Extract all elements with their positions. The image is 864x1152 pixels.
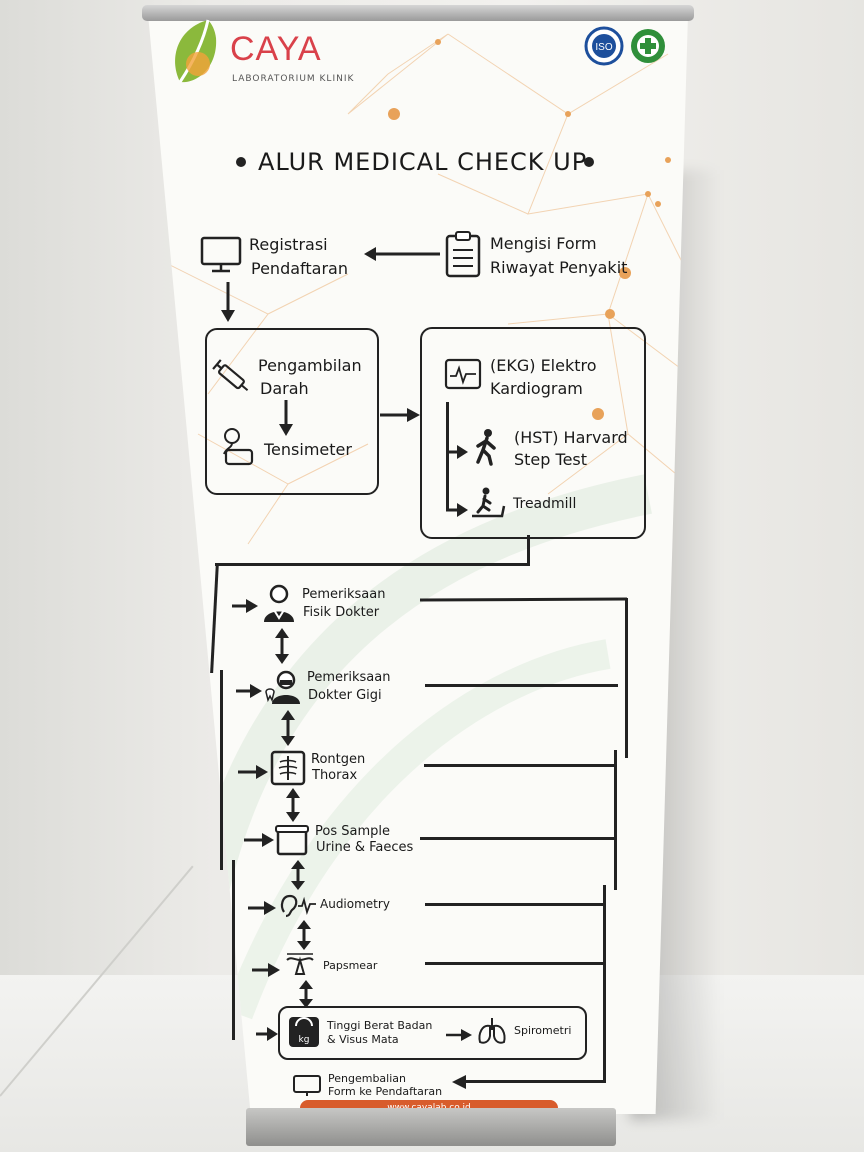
arrow-right-icon (380, 408, 420, 422)
pos-sample-line2: Urine & Faeces (316, 840, 414, 855)
left-trunk-3 (232, 860, 235, 1040)
right-trunk-3 (603, 885, 606, 1083)
arrow-down-icon (279, 400, 293, 436)
weight-scale-icon: kg (289, 1017, 319, 1047)
registrasi-line1: Registrasi (249, 235, 328, 254)
audiometry-line (425, 903, 605, 906)
cardio-branch-line (446, 402, 449, 510)
page-title: ALUR MEDICAL CHECK UP (258, 148, 588, 176)
rontgen-line2: Thorax (312, 768, 358, 783)
sample-container-icon (275, 825, 309, 856)
treadmill-icon (472, 487, 506, 518)
uterus-icon (286, 953, 314, 975)
double-arrow-icon (299, 980, 313, 1008)
pos-sample-line (420, 837, 616, 840)
syringe-icon (212, 359, 249, 391)
hst-line1: (HST) Harvard (514, 428, 628, 447)
ekg-line2: Kardiogram (490, 379, 583, 398)
tinggi-berat-line1: Tinggi Berat Badan (327, 1019, 433, 1032)
arrow-right-icon (446, 503, 468, 517)
hst-line2: Step Test (514, 450, 588, 469)
rontgen-line (424, 764, 617, 767)
cardio-test-box (420, 327, 646, 539)
return-line (465, 1080, 605, 1083)
dokter-gigi-line2: Dokter Gigi (308, 688, 382, 703)
dentist-icon (265, 670, 300, 704)
arrow-right-icon (238, 765, 268, 779)
papsmear-label: Papsmear (323, 959, 378, 972)
papsmear-line (425, 962, 604, 965)
measurement-box (278, 1006, 587, 1060)
double-arrow-icon (281, 710, 295, 746)
blood-tensi-box (205, 328, 379, 495)
spirometri-label: Spirometri (514, 1024, 572, 1037)
arrow-right-icon (236, 684, 262, 698)
monitor-icon (293, 1075, 321, 1096)
ekg-monitor-icon (444, 358, 482, 390)
double-arrow-icon (275, 628, 289, 664)
registrasi-line2: Pendaftaran (251, 259, 348, 278)
walking-person-icon (476, 429, 496, 466)
connector-down (527, 535, 530, 565)
arrow-left-icon (364, 247, 440, 261)
leaf-logo-icon (175, 19, 217, 83)
dokter-gigi-line (425, 684, 618, 687)
arrow-down-icon (221, 282, 235, 322)
double-arrow-icon (291, 860, 305, 890)
tinggi-berat-line2: & Visus Mata (327, 1033, 399, 1046)
tensimeter-icon (223, 428, 254, 466)
arrow-right-icon (446, 445, 468, 459)
pengembalian-line1: Pengembalian (328, 1072, 406, 1085)
tensimeter-label: Tensimeter (264, 440, 352, 459)
brand-name: CAYA (230, 30, 322, 68)
mengisi-form-line1: Mengisi Form (490, 234, 597, 253)
svg-text:ISO: ISO (595, 42, 612, 53)
right-trunk-2 (614, 750, 617, 890)
banner-top-bar (142, 5, 694, 21)
treadmill-label: Treadmill (513, 496, 577, 512)
health-gear-icon (631, 29, 665, 63)
arrow-right-icon (256, 1027, 278, 1041)
pengembalian-line2: Form ke Pendaftaran (328, 1085, 443, 1098)
connector-top (215, 563, 530, 566)
pengambilan-line1: Pengambilan (258, 356, 362, 375)
xray-icon (270, 750, 306, 786)
ear-sound-icon (280, 894, 316, 918)
ekg-line1: (EKG) Elektro (490, 356, 597, 375)
arrow-left-icon (452, 1075, 466, 1089)
mengisi-form-line2: Riwayat Penyakit (490, 258, 628, 277)
clipboard-icon (445, 231, 481, 278)
iso-badge-icon: ISO (584, 26, 624, 66)
svg-text:kg: kg (299, 1035, 310, 1045)
arrow-right-icon (244, 833, 274, 847)
arrow-right-icon (446, 1029, 472, 1041)
lungs-icon (478, 1018, 506, 1044)
double-arrow-icon (286, 788, 300, 822)
pengambilan-line2: Darah (260, 379, 309, 398)
arrow-right-icon (248, 901, 276, 915)
fisik-dokter-line2: Fisik Dokter (303, 605, 380, 620)
network-pattern (167, 33, 688, 1020)
arrow-right-icon (232, 599, 258, 613)
dokter-gigi-line1: Pemeriksaan (307, 670, 391, 685)
doctor-icon (264, 584, 294, 622)
brand-subtitle: LABORATORIUM KLINIK (232, 74, 355, 84)
title-dot-left (236, 157, 246, 167)
arrow-right-icon (252, 963, 280, 977)
pos-sample-line1: Pos Sample (315, 824, 390, 839)
audiometry-label: Audiometry (320, 897, 390, 911)
fisik-dokter-line1: Pemeriksaan (302, 587, 386, 602)
monitor-icon (200, 236, 242, 273)
banner-stand-base (246, 1108, 616, 1146)
double-arrow-icon (297, 920, 311, 950)
title-dot-right (584, 157, 594, 167)
rontgen-line1: Rontgen (311, 752, 366, 767)
left-trunk-2 (220, 670, 223, 870)
right-trunk-1 (625, 598, 628, 758)
